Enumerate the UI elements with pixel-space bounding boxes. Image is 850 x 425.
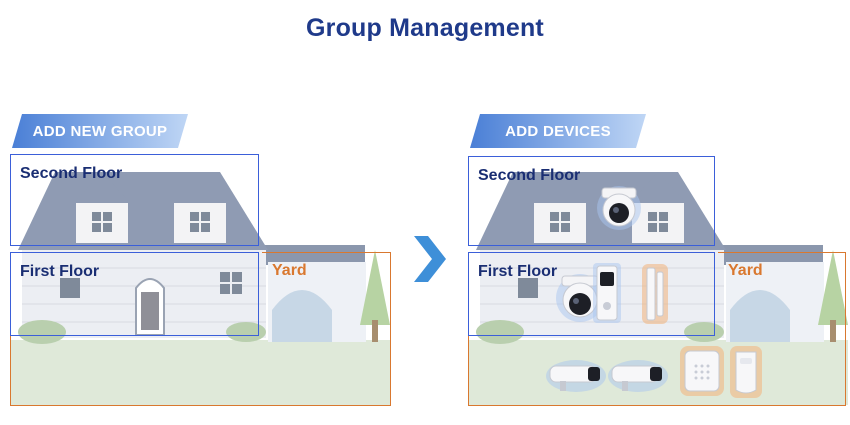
zone-second-floor[interactable]: Second Floor [468,156,715,246]
zone-yard-top [262,252,391,253]
next-arrow-icon [414,236,446,282]
dome-camera-icon[interactable] [594,180,644,232]
add-new-group-panel: ADD NEW GROUP Second Floor First Floor Y… [10,110,400,410]
zone-label-second-floor: Second Floor [20,165,123,182]
house-illustration [10,172,390,405]
add-devices-tag[interactable]: ADD DEVICES [470,114,646,148]
zone-second-floor[interactable]: Second Floor [10,154,259,246]
zone-yard[interactable] [468,252,846,406]
zone-label-yard: Yard [728,262,763,279]
tag-background [12,114,188,148]
zone-first-floor[interactable]: First Floor [468,252,715,336]
zone-yard-bottom-left [468,336,718,406]
zone-label-first-floor: First Floor [20,263,100,280]
zone-yard-top [718,252,846,253]
dome-camera-icon[interactable] [554,270,606,322]
zone-yard-bottom-left [10,336,262,406]
bullet-camera-icon[interactable] [608,354,668,394]
doorbell-icon[interactable] [592,262,622,324]
pir-sensor-icon[interactable] [730,346,762,398]
door-sensor-icon[interactable] [642,264,668,324]
add-new-group-tag[interactable]: ADD NEW GROUP [12,114,188,148]
tag-background [470,114,646,148]
page-title: Group Management [306,14,544,42]
alarm-hub-icon[interactable] [680,346,724,396]
add-devices-label: ADD DEVICES [505,123,611,140]
bullet-camera-icon[interactable] [546,354,606,394]
zone-label-second-floor: Second Floor [478,167,581,184]
add-new-group-label: ADD NEW GROUP [32,123,168,140]
zone-label-yard: Yard [272,262,307,279]
add-devices-panel: ADD DEVICES Second Floor First Floor Yar… [468,110,850,410]
zone-label-first-floor: First Floor [478,263,558,280]
zone-yard[interactable] [10,252,391,406]
zone-first-floor[interactable]: First Floor [10,252,259,336]
